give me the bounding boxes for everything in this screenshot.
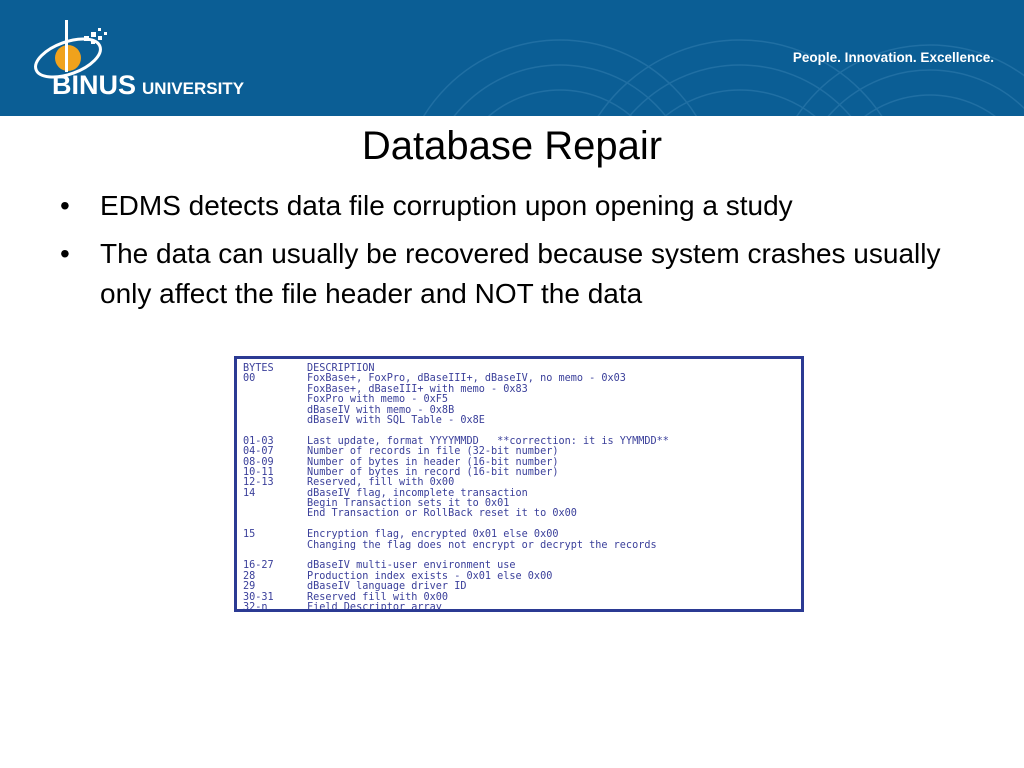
dump-bytes: 32-n <box>243 601 268 612</box>
dump-desc: Changing the flag does not encrypt or de… <box>307 539 657 551</box>
bullet-item: • The data can usually be recovered beca… <box>60 234 960 314</box>
bullet-item: • EDMS detects data file corruption upon… <box>60 186 960 226</box>
dump-row: 14 dBaseIV flag, incomplete transaction <box>243 487 795 499</box>
decorative-arcs <box>422 39 1024 116</box>
dump-row: 10-11 Number of bytes in record (16-bit n… <box>243 466 795 478</box>
dump-bytes: 01-03 <box>243 435 274 447</box>
dump-desc: dBaseIV with memo - 0x8B <box>307 404 455 416</box>
dump-desc: Reserved, fill with 0x00 <box>307 477 455 489</box>
dump-row: dBaseIV with memo - 0x8B <box>243 404 795 416</box>
dump-row: FoxPro with memo - 0xF5 <box>243 394 795 406</box>
binus-logo <box>28 18 308 108</box>
bullet-dot-icon: • <box>60 238 70 269</box>
dump-bytes: 30-31 <box>243 591 274 603</box>
dump-row: 15 Encryption flag, encrypted 0x01 else 0… <box>243 529 795 541</box>
dump-row: 29 dBaseIV language driver ID <box>243 581 795 593</box>
logo-wordmark: BINUS UNIVERSITY <box>52 70 244 101</box>
dump-bytes: 29 <box>243 581 256 593</box>
dump-row: 12-13 Reserved, fill with 0x00 <box>243 477 795 489</box>
dump-row: Begin Transaction sets it to 0x01 <box>243 498 795 510</box>
dump-bytes: 04-07 <box>243 446 274 458</box>
dump-row: 04-07 Number of records in file (32-bit n… <box>243 446 795 458</box>
tagline: People. Innovation. Excellence. <box>792 50 994 65</box>
dbf-header-table-image: BYTES DESCRIPTION 00 FoxBase+, FoxPro, dBa… <box>234 356 804 612</box>
dump-desc: FoxBase+, FoxPro, dBaseIII+, dBaseIV, no… <box>307 373 626 385</box>
slide-header: BINUS UNIVERSITY People. Innovation. Exce… <box>0 0 1024 116</box>
dump-desc: Number of records in file (32-bit number… <box>307 446 559 458</box>
binus-emblem-icon <box>34 20 107 79</box>
dump-bytes: 14 <box>243 487 256 499</box>
dump-desc: Last update, format YYYYMMDD **correctio… <box>307 435 669 447</box>
dump-desc: dBaseIV flag, incomplete transaction <box>307 487 528 499</box>
dump-desc: dBaseIV multi-user environment use <box>307 560 516 572</box>
bullet-list: • EDMS detects data file corruption upon… <box>60 186 960 322</box>
dump-header-row: BYTES DESCRIPTION <box>243 363 795 374</box>
dump-bytes: 08-09 <box>243 456 274 468</box>
dump-row: 32-n Field Descriptor array <box>243 601 795 612</box>
dump-desc: dBaseIV with SQL Table - 0x8E <box>307 414 485 426</box>
dump-desc: End Transaction or RollBack reset it to … <box>307 508 577 520</box>
dump-desc: dBaseIV language driver ID <box>307 581 467 593</box>
bullet-dot-icon: • <box>60 190 70 221</box>
dump-bytes: 15 <box>243 529 256 541</box>
dump-bytes: 28 <box>243 570 256 582</box>
bullet-text: EDMS detects data file corruption upon o… <box>100 190 793 221</box>
dump-bytes: 12-13 <box>243 477 274 489</box>
dump-desc: Number of bytes in record (16-bit number… <box>307 466 559 478</box>
dump-bytes: 16-27 <box>243 560 274 572</box>
dump-desc: Begin Transaction sets it to 0x01 <box>307 498 510 510</box>
dump-row: Changing the flag does not encrypt or de… <box>243 539 795 551</box>
dump-row: FoxBase+, dBaseIII+ with memo - 0x83 <box>243 383 795 395</box>
dump-bytes-header: BYTES <box>243 363 274 374</box>
dump-row: 28 Production index exists - 0x01 else 0x… <box>243 570 795 582</box>
dump-desc: FoxBase+, dBaseIII+ with memo - 0x83 <box>307 383 528 395</box>
bullet-text: The data can usually be recovered becaus… <box>100 238 941 309</box>
dump-row: 01-03 Last update, format YYYYMMDD **corr… <box>243 435 795 447</box>
logo-name: BINUS <box>52 70 137 100</box>
dump-row: End Transaction or RollBack reset it to … <box>243 509 795 519</box>
dump-desc: Reserved fill with 0x00 <box>307 591 449 603</box>
dump-bytes: 00 <box>243 373 256 385</box>
slide-title: Database Repair <box>361 124 663 168</box>
dump-desc: Production index exists - 0x01 else 0x00 <box>307 570 553 582</box>
dump-desc-header: DESCRIPTION <box>307 363 375 374</box>
dump-row: 30-31 Reserved fill with 0x00 <box>243 591 795 603</box>
dump-row: 08-09 Number of bytes in header (16-bit n… <box>243 456 795 468</box>
dump-row: 16-27 dBaseIV multi-user environment use <box>243 560 795 572</box>
dump-row: 00 FoxBase+, FoxPro, dBaseIII+, dBaseIV, … <box>243 373 795 385</box>
logo-suffix: UNIVERSITY <box>142 79 245 98</box>
dump-bytes: 10-11 <box>243 466 274 478</box>
dump-desc: Number of bytes in header (16-bit number… <box>307 456 559 468</box>
dump-desc: Field Descriptor array <box>307 601 442 612</box>
dump-desc: Encryption flag, encrypted 0x01 else 0x0… <box>307 529 559 541</box>
dump-row: dBaseIV with SQL Table - 0x8E <box>243 414 795 426</box>
dump-desc: FoxPro with memo - 0xF5 <box>307 394 449 406</box>
